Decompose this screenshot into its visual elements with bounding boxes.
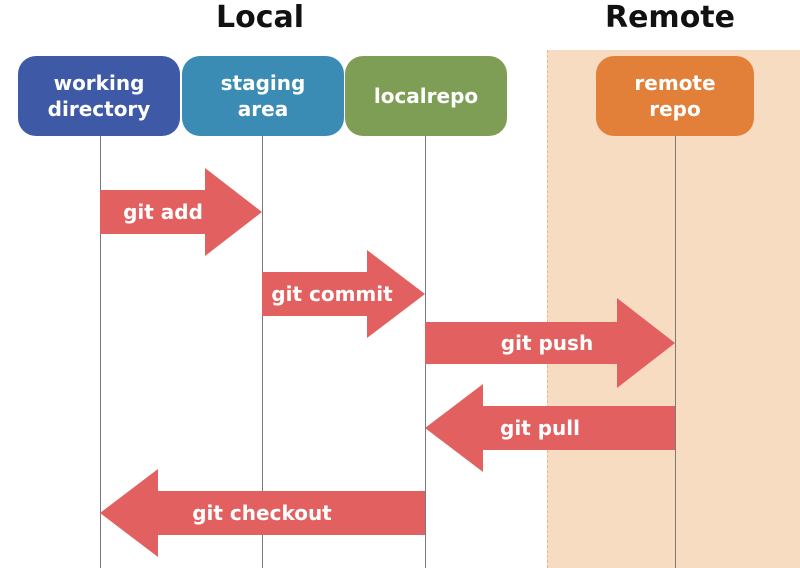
lifeline-working-directory — [100, 135, 101, 568]
node-localrepo: localrepo — [345, 56, 507, 136]
lifeline-remote-repo — [675, 135, 676, 568]
label-git-pull: git pull — [500, 416, 580, 440]
arrow-git-push — [425, 298, 675, 388]
arrow-git-commit — [262, 250, 425, 338]
node-working-directory: working directory — [18, 56, 180, 136]
label-git-checkout: git checkout — [192, 501, 332, 525]
heading-local: Local — [215, 0, 305, 35]
label-git-push: git push — [501, 331, 593, 355]
label-git-add: git add — [123, 200, 203, 224]
node-remote-repo: remote repo — [596, 56, 754, 136]
arrow-git-add — [100, 168, 262, 256]
heading-remote: Remote — [604, 0, 735, 35]
lifeline-staging-area — [262, 135, 263, 568]
node-staging-area: staging area — [182, 56, 344, 136]
label-git-commit: git commit — [271, 282, 393, 306]
remote-zone — [547, 50, 800, 568]
arrow-git-pull — [425, 384, 675, 472]
arrow-git-checkout — [100, 469, 425, 557]
